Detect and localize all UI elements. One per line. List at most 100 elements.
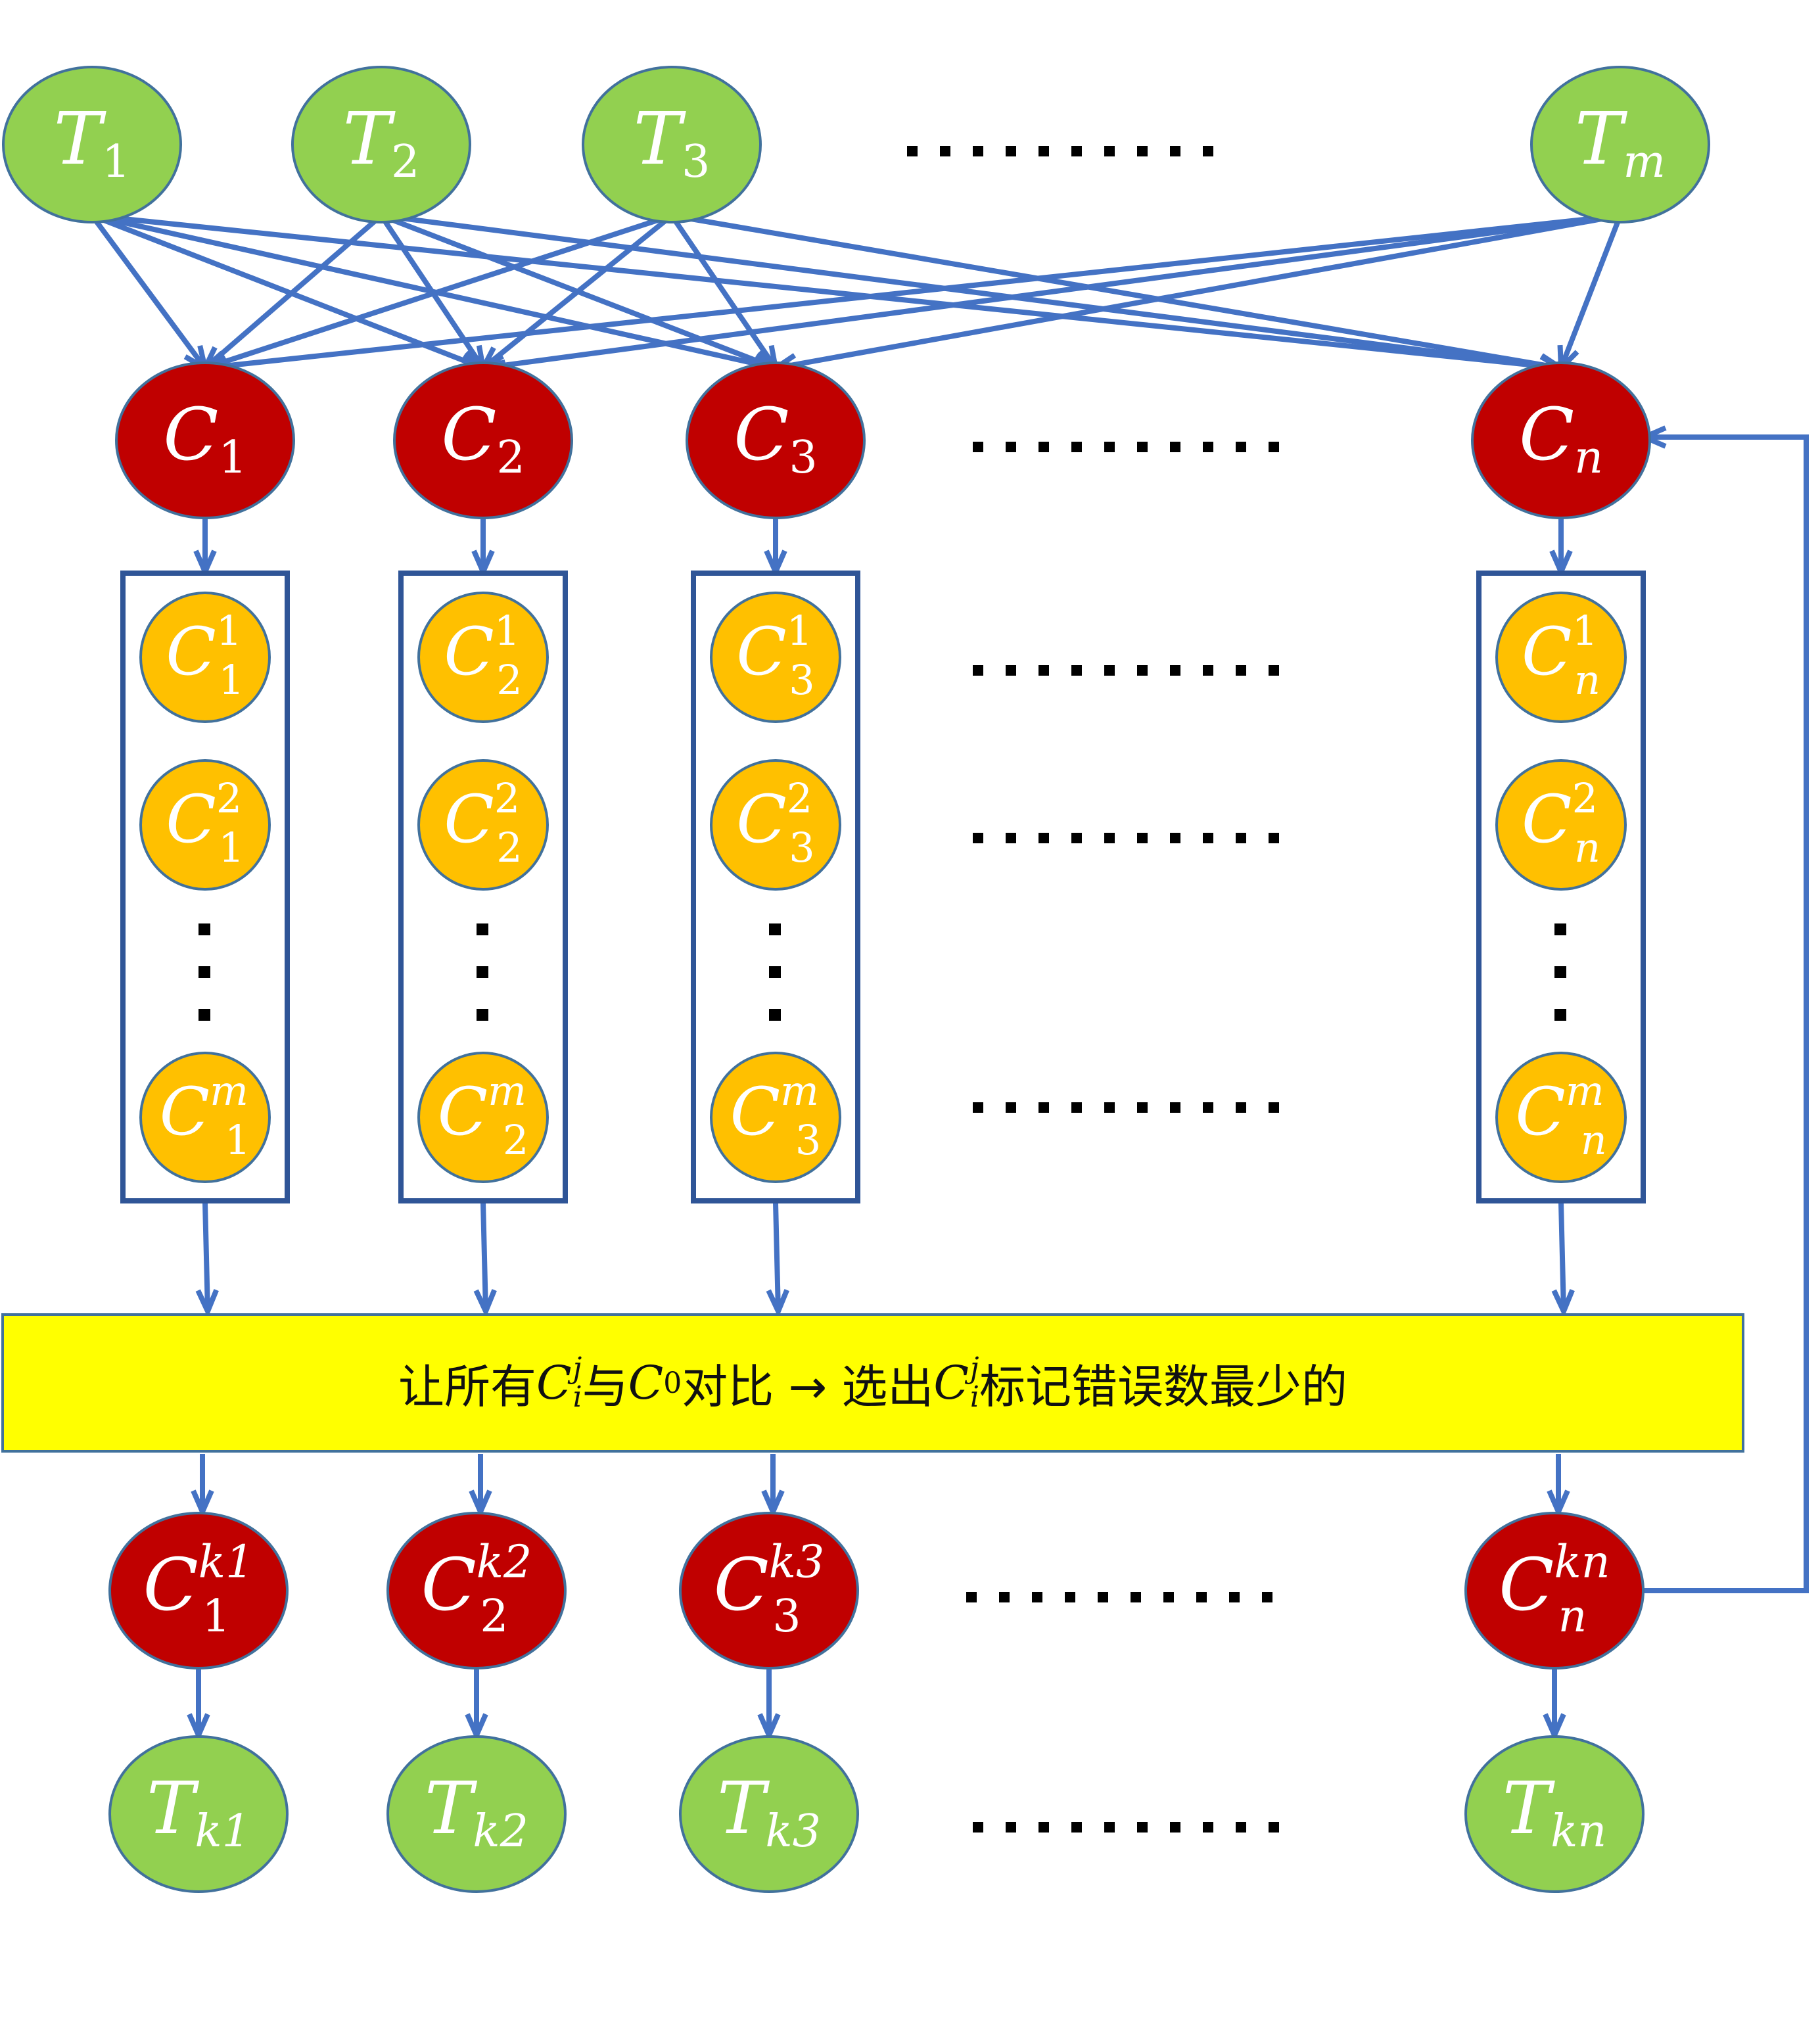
sub-classifier-groups xyxy=(120,571,1646,1203)
sub-classifier-group-4 xyxy=(1476,571,1646,1203)
selected-node-3 xyxy=(679,1512,859,1669)
condition-text-3: 对比 → 选出 xyxy=(682,1359,934,1414)
ellipsis-dot-3-1 xyxy=(973,665,983,676)
vertical-dot-2-1 xyxy=(477,923,488,935)
ellipsis-dot-1-1 xyxy=(907,146,918,156)
ellipsis-dot-4-8 xyxy=(1203,833,1213,843)
ellipsis-dot-4-2 xyxy=(1006,833,1016,843)
ellipsis-dot-5-10 xyxy=(1269,1102,1279,1113)
ellipsis-dot-4-7 xyxy=(1170,833,1180,843)
ellipsis-dot-4-9 xyxy=(1236,833,1246,843)
edge-t3-c4 xyxy=(671,213,1561,368)
classifier-node-label-4: Cn xyxy=(1519,392,1603,483)
ellipsis-dot-7-1 xyxy=(973,1822,983,1833)
ellipsis-dot-4-10 xyxy=(1269,833,1279,843)
ellipsis-dot-6-10 xyxy=(1262,1592,1272,1602)
ellipsis-dot-2-10 xyxy=(1269,442,1279,452)
ellipsis-dot-2-3 xyxy=(1038,442,1049,452)
ellipsis-dot-4-1 xyxy=(973,833,983,843)
task-node-3 xyxy=(582,66,762,223)
ellipsis-dot-2-2 xyxy=(1006,442,1016,452)
edge-group-to-condition-1 xyxy=(205,1202,208,1311)
ellipsis-dot-2-8 xyxy=(1203,442,1213,452)
vertical-dot-1-1 xyxy=(198,923,210,935)
ellipsis-dot-6-7 xyxy=(1163,1592,1174,1602)
ellipsis-dot-6-9 xyxy=(1229,1592,1240,1602)
ellipsis-dot-3-3 xyxy=(1038,665,1049,676)
edge-t4-c1 xyxy=(205,213,1621,368)
vertical-dot-4-1 xyxy=(1554,923,1566,935)
ellipsis-dot-7-10 xyxy=(1269,1822,1279,1833)
sub-classifier-node-4-3 xyxy=(1495,1052,1627,1183)
sub-classifier-node-1-3 xyxy=(139,1052,271,1183)
sub-classifier-node-2-2 xyxy=(417,759,549,891)
result-node-label-3: Tk3 xyxy=(717,1766,821,1857)
sub-classifier-node-4-2 xyxy=(1495,759,1627,891)
condition-ci2-sup: j xyxy=(969,1351,979,1385)
condition-ci-sub: i xyxy=(572,1380,582,1414)
ellipsis-dot-6-5 xyxy=(1098,1592,1108,1602)
ellipsis-dot-7-8 xyxy=(1203,1822,1213,1833)
sub-classifier-group-2 xyxy=(398,571,568,1203)
condition-ci-scripts: j i xyxy=(573,1354,582,1412)
condition-c0-sub: 0 xyxy=(663,1366,682,1400)
vertical-dot-3-1 xyxy=(769,923,781,935)
ellipsis-marks xyxy=(198,146,1566,1833)
result-node-3 xyxy=(679,1735,859,1893)
vertical-dot-3-2 xyxy=(769,966,781,978)
vertical-dot-2-2 xyxy=(477,966,488,978)
ellipsis-dot-3-2 xyxy=(1006,665,1016,676)
result-node-label-2: Tk2 xyxy=(425,1766,528,1857)
sub-classifier-group-1 xyxy=(120,571,290,1203)
ellipsis-dot-6-1 xyxy=(966,1592,977,1602)
ellipsis-dot-1-6 xyxy=(1071,146,1082,156)
classifier-node-label-1: C1 xyxy=(163,392,247,483)
ellipsis-dot-2-6 xyxy=(1137,442,1148,452)
result-node-2 xyxy=(386,1735,567,1893)
sub-classifier-node-2-3 xyxy=(417,1052,549,1183)
ellipsis-dot-5-1 xyxy=(973,1102,983,1113)
vertical-dot-1-3 xyxy=(198,1009,210,1021)
ellipsis-dot-6-2 xyxy=(999,1592,1010,1602)
condition-ci-sup: j xyxy=(572,1351,582,1385)
ellipsis-dot-1-10 xyxy=(1203,146,1213,156)
ellipsis-dot-5-6 xyxy=(1137,1102,1148,1113)
ellipsis-dot-4-6 xyxy=(1137,833,1148,843)
vertical-dot-2-3 xyxy=(477,1009,488,1021)
ellipsis-dot-3-6 xyxy=(1137,665,1148,676)
edge-t4-c3 xyxy=(776,213,1621,368)
condition-c0: C xyxy=(628,1356,664,1410)
condition-ci: C xyxy=(536,1356,572,1410)
ellipsis-dot-3-5 xyxy=(1104,665,1115,676)
sub-classifier-node-3-3 xyxy=(710,1052,841,1183)
edge-group-to-condition-2 xyxy=(483,1202,486,1311)
ellipsis-dot-4-3 xyxy=(1038,833,1049,843)
edge-t2-c1 xyxy=(205,213,383,368)
condition-ci2: C xyxy=(933,1356,969,1410)
ellipsis-dot-7-6 xyxy=(1137,1822,1148,1833)
result-node-4 xyxy=(1464,1735,1645,1893)
vertical-dot-3-3 xyxy=(769,1009,781,1021)
sub-classifier-node-2-1 xyxy=(417,592,549,723)
ellipsis-dot-7-7 xyxy=(1170,1822,1180,1833)
ellipsis-dot-5-8 xyxy=(1203,1102,1213,1113)
ellipsis-dot-1-7 xyxy=(1104,146,1115,156)
sub-classifier-node-1-2 xyxy=(139,759,271,891)
sub-classifier-node-4-1 xyxy=(1495,592,1627,723)
condition-ci2-scripts: j i xyxy=(970,1354,979,1412)
ellipsis-dot-6-3 xyxy=(1032,1592,1042,1602)
task-node-label-3: T3 xyxy=(634,97,711,187)
classifier-node-label-3: C3 xyxy=(734,392,818,483)
condition-text-1: 让所有 xyxy=(398,1359,536,1414)
